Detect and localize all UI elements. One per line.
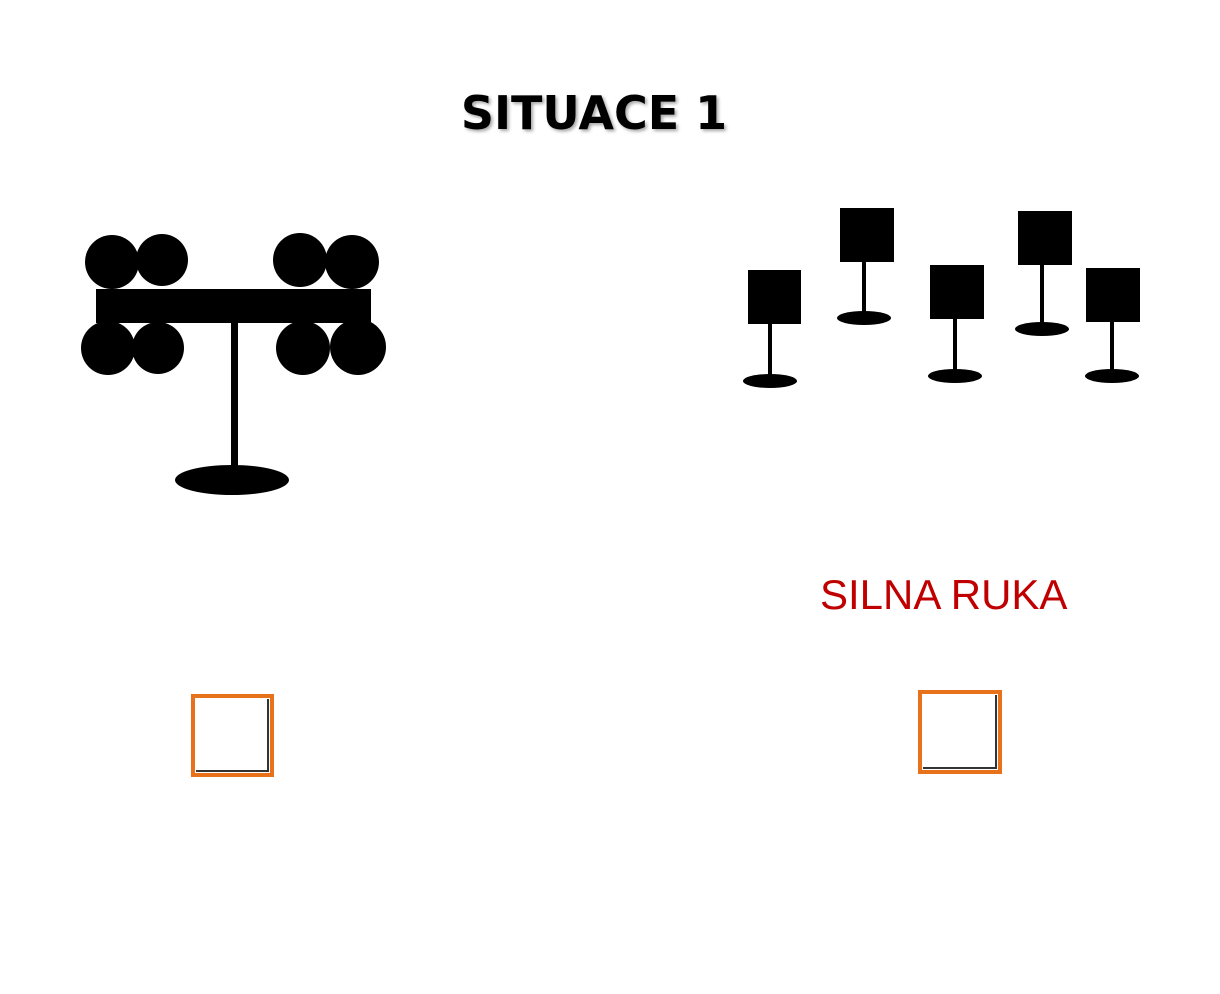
square-target [837, 208, 894, 325]
plate-rack-left [81, 233, 386, 495]
round-plate [276, 321, 330, 375]
round-plate [330, 319, 386, 375]
rack-bar [96, 289, 371, 323]
rack-base [175, 465, 289, 495]
round-plate [81, 321, 135, 375]
square-target [743, 270, 801, 388]
round-plate [85, 235, 139, 289]
round-plate [136, 234, 188, 286]
strong-hand-label: SILNA RUKA [820, 571, 1068, 618]
round-plate [132, 322, 184, 374]
round-plate [273, 233, 327, 287]
page-title: SITUACE 1 [460, 86, 728, 140]
square-target [928, 265, 984, 383]
square-target [1015, 211, 1072, 336]
rack-post [231, 320, 238, 472]
answer-checkbox-right[interactable] [918, 690, 1002, 774]
answer-checkbox-left[interactable] [191, 694, 274, 777]
square-target [1085, 268, 1140, 383]
square-targets-right [743, 208, 1140, 388]
round-plate [325, 235, 379, 289]
